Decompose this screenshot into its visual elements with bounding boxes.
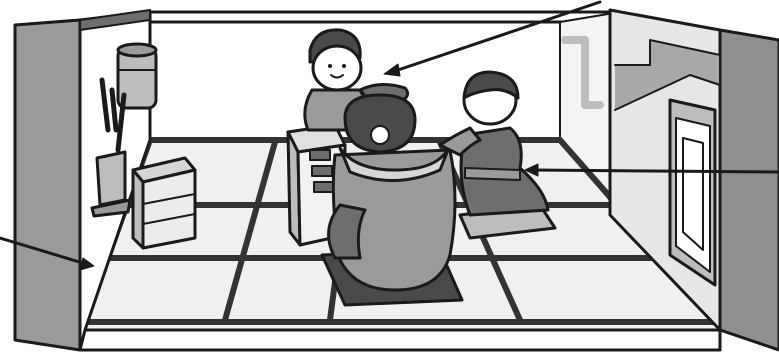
stacked-box-icon xyxy=(133,158,195,248)
